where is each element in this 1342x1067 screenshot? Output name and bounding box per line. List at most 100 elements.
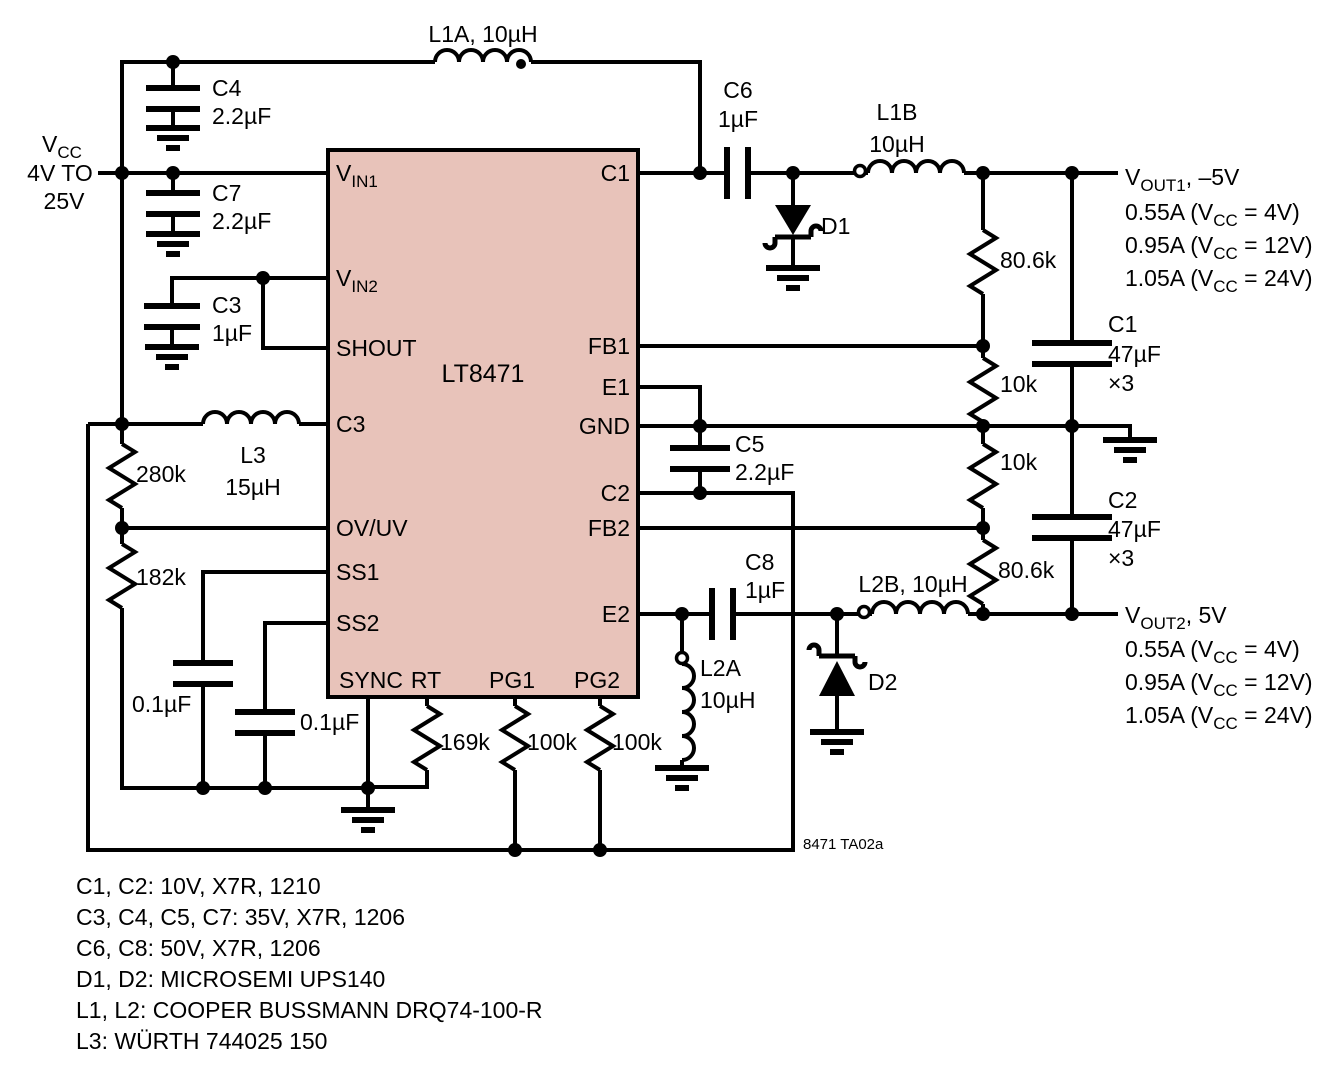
diode-d1: D1 <box>762 205 850 291</box>
resistor-10k-top: 10k <box>966 356 1038 424</box>
wire-ss1-cap <box>201 570 328 788</box>
ss1-cap-value: 0.1µF <box>132 691 191 717</box>
wire-top-rail <box>120 60 702 173</box>
c6-label: C6 <box>723 77 752 103</box>
l3-value: 15µH <box>225 474 280 500</box>
junction-dot <box>166 55 180 69</box>
pin-gnd: GND <box>579 413 630 439</box>
gnd-line-ground-icon <box>1103 437 1157 463</box>
l2a-ground-icon <box>655 765 709 791</box>
r280k-zigzag <box>105 442 139 510</box>
pin-c2: C2 <box>601 480 630 506</box>
junction-dot <box>1065 419 1079 433</box>
c4-value: 2.2µF <box>212 103 271 129</box>
vcc-label: VCC <box>42 131 82 162</box>
junction-dot <box>256 271 270 285</box>
junction-dot <box>115 417 129 431</box>
pin-e1: E1 <box>602 374 630 400</box>
ss2-cap-plates <box>235 709 295 736</box>
wiring <box>86 60 1132 852</box>
c2-plates <box>1032 514 1112 541</box>
r80k6-bottom-value: 80.6k <box>998 557 1055 583</box>
vout2-spec-3: 1.05A (VCC = 24V) <box>1125 702 1313 733</box>
l2a-phase-dot <box>674 650 690 666</box>
c8-label: C8 <box>745 549 774 575</box>
r80k6-top-value: 80.6k <box>1000 247 1057 273</box>
c6-value: 1µF <box>718 106 758 132</box>
l2a-coil <box>681 662 696 762</box>
junction-dot <box>166 166 180 180</box>
c3-label: C3 <box>212 292 241 318</box>
r80k6-bottom-zigzag <box>966 538 1000 606</box>
pin-vin1: VIN1 <box>336 160 378 191</box>
capacitor-ss2: 0.1µF <box>235 709 359 736</box>
inductor-l2a: L2A 10µH <box>674 650 755 762</box>
pin-pg2: PG2 <box>574 667 620 693</box>
c4-ground-icon <box>146 125 200 151</box>
diode-d2: D2 <box>806 642 897 755</box>
wire-outer-rail-bus <box>86 424 795 852</box>
c1-plates <box>1032 340 1112 367</box>
junction-dot <box>508 843 522 857</box>
pin-vin2: VIN2 <box>336 265 378 296</box>
wire-e1 <box>638 385 702 426</box>
l1a-label: L1A, 10µH <box>428 21 537 47</box>
junction-dot <box>693 166 707 180</box>
c7-ground-icon <box>146 231 200 257</box>
junction-dot <box>675 607 689 621</box>
c6-plates <box>724 147 751 199</box>
resistor-10k-bottom: 10k <box>966 442 1038 510</box>
c1-value: 47µF <box>1108 341 1161 367</box>
note-line: C1, C2: 10V, X7R, 1210 <box>76 873 321 899</box>
vout2-spec-1: 0.55A (VCC = 4V) <box>1125 636 1300 667</box>
c3-value: 1µF <box>212 320 252 346</box>
l1a-coil <box>433 48 533 63</box>
junction-dot <box>115 521 129 535</box>
resistor-169k: 169k <box>410 704 490 772</box>
resistor-80k6-bottom: 80.6k <box>966 538 1055 606</box>
vout2-label-block: VOUT2, 5V 0.55A (VCC = 4V) 0.95A (VCC = … <box>1125 602 1313 733</box>
pin-pg1: PG1 <box>489 667 535 693</box>
d1-triangle <box>775 205 811 235</box>
c7-plates <box>146 190 200 217</box>
vout2-spec-2: 0.95A (VCC = 12V) <box>1125 669 1313 700</box>
note-line: C3, C4, C5, C7: 35V, X7R, 1206 <box>76 904 405 930</box>
wire-gnd-line <box>638 424 1132 440</box>
vcc-range-line1: 4V TO <box>27 160 93 186</box>
l2a-value: 10µH <box>700 687 755 713</box>
inductor-l2b: L2B, 10µH <box>856 571 970 620</box>
ss2-cap-value: 0.1µF <box>300 709 359 735</box>
wire-vin2-c3-shout <box>170 276 328 350</box>
capacitor-c6: C6 1µF <box>718 77 758 199</box>
r169k-zigzag <box>410 704 444 772</box>
sync-ground-icon <box>341 807 395 833</box>
pin-c1: C1 <box>601 160 630 186</box>
capacitor-c3: C3 1µF <box>144 292 252 370</box>
r100k-pg1-zigzag <box>498 704 532 772</box>
input-supply-label: VCC 4V TO 25V <box>27 131 93 214</box>
r169k-value: 169k <box>440 729 490 755</box>
r80k6-top-zigzag <box>966 228 1000 296</box>
d1-schottky-bar <box>762 223 824 251</box>
capacitor-c4: C4 2.2µF <box>146 75 271 151</box>
l3-label: L3 <box>240 442 266 468</box>
r10k-top-value: 10k <box>1000 371 1038 397</box>
junction-dot <box>976 339 990 353</box>
junction-dot <box>115 166 129 180</box>
r182k-value: 182k <box>136 564 186 590</box>
ss1-cap-plates <box>173 660 233 687</box>
c4-plates <box>146 85 200 112</box>
l1b-label: L1B <box>877 99 918 125</box>
pin-fb1: FB1 <box>588 333 630 359</box>
resistor-182k: 182k <box>105 542 186 610</box>
c2-value: 47µF <box>1108 516 1161 542</box>
c1-label: C1 <box>1108 311 1137 337</box>
c7-label: C7 <box>212 180 241 206</box>
note-line: C6, C8: 50V, X7R, 1206 <box>76 935 321 961</box>
r182k-zigzag <box>105 542 139 610</box>
vout2-title: VOUT2, 5V <box>1125 602 1227 633</box>
pin-fb2: FB2 <box>588 515 630 541</box>
junction-dot <box>693 419 707 433</box>
vout1-spec-1: 0.55A (VCC = 4V) <box>1125 199 1300 230</box>
